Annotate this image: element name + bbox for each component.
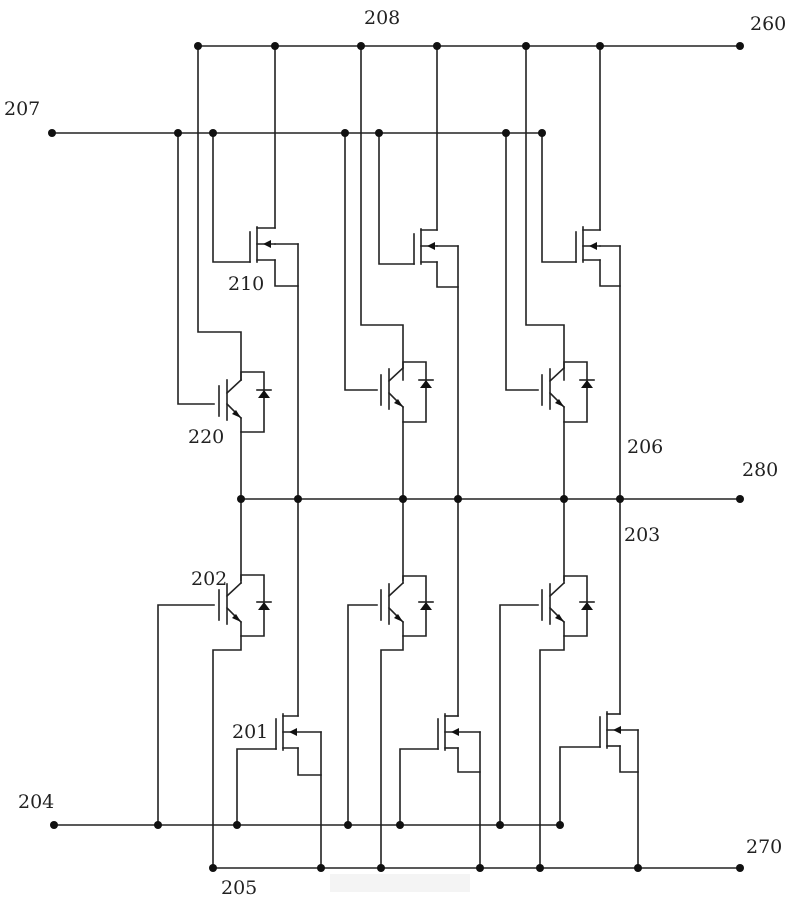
label-202: 202 — [191, 568, 227, 590]
label-204: 204 — [18, 791, 54, 813]
wire — [539, 635, 565, 869]
wire — [525, 45, 565, 381]
mosfet-upper-3 — [575, 226, 621, 287]
label-201: 201 — [232, 721, 268, 743]
wire — [157, 604, 215, 826]
wire — [212, 132, 251, 263]
blank-patch — [330, 874, 470, 892]
mosfet-upper-2 — [413, 228, 459, 288]
mosfet-lower-2 — [437, 713, 481, 773]
label-205: 205 — [221, 877, 257, 899]
label-270: 270 — [746, 836, 782, 858]
wire — [399, 748, 439, 826]
igbt-lower-2 — [380, 575, 434, 637]
label-280: 280 — [742, 459, 778, 481]
label-260: 260 — [750, 13, 786, 35]
column-2 — [344, 45, 481, 869]
junction-dots — [48, 42, 744, 872]
column-1 — [157, 45, 322, 869]
wire — [197, 45, 242, 381]
label-203: 203 — [624, 524, 660, 546]
column-3 — [499, 45, 639, 869]
wire — [347, 604, 378, 826]
wire — [177, 132, 215, 405]
wire — [505, 132, 539, 391]
mosfet-210 — [249, 226, 299, 287]
label-206: 206 — [627, 436, 663, 458]
igbt-upper-2 — [380, 361, 434, 423]
wire — [212, 635, 242, 869]
wire — [378, 132, 415, 265]
igbt-upper-3 — [541, 361, 595, 423]
wire — [499, 604, 539, 826]
label-220: 220 — [188, 426, 224, 448]
label-208: 208 — [364, 7, 400, 29]
label-210: 210 — [228, 273, 264, 295]
wire — [236, 748, 277, 826]
mosfet-lower-3 — [599, 711, 639, 773]
reference-labels: 260 208 207 210 220 206 280 203 202 201 … — [4, 7, 786, 899]
wire — [559, 746, 601, 826]
label-207: 207 — [4, 98, 40, 120]
wire — [344, 132, 378, 391]
igbt-lower-3 — [541, 575, 595, 637]
wire — [541, 132, 577, 263]
wire — [380, 635, 404, 869]
wire — [360, 45, 404, 381]
igbt-202 — [218, 574, 272, 637]
igbt-220 — [218, 371, 272, 433]
mosfet-201 — [275, 713, 322, 776]
